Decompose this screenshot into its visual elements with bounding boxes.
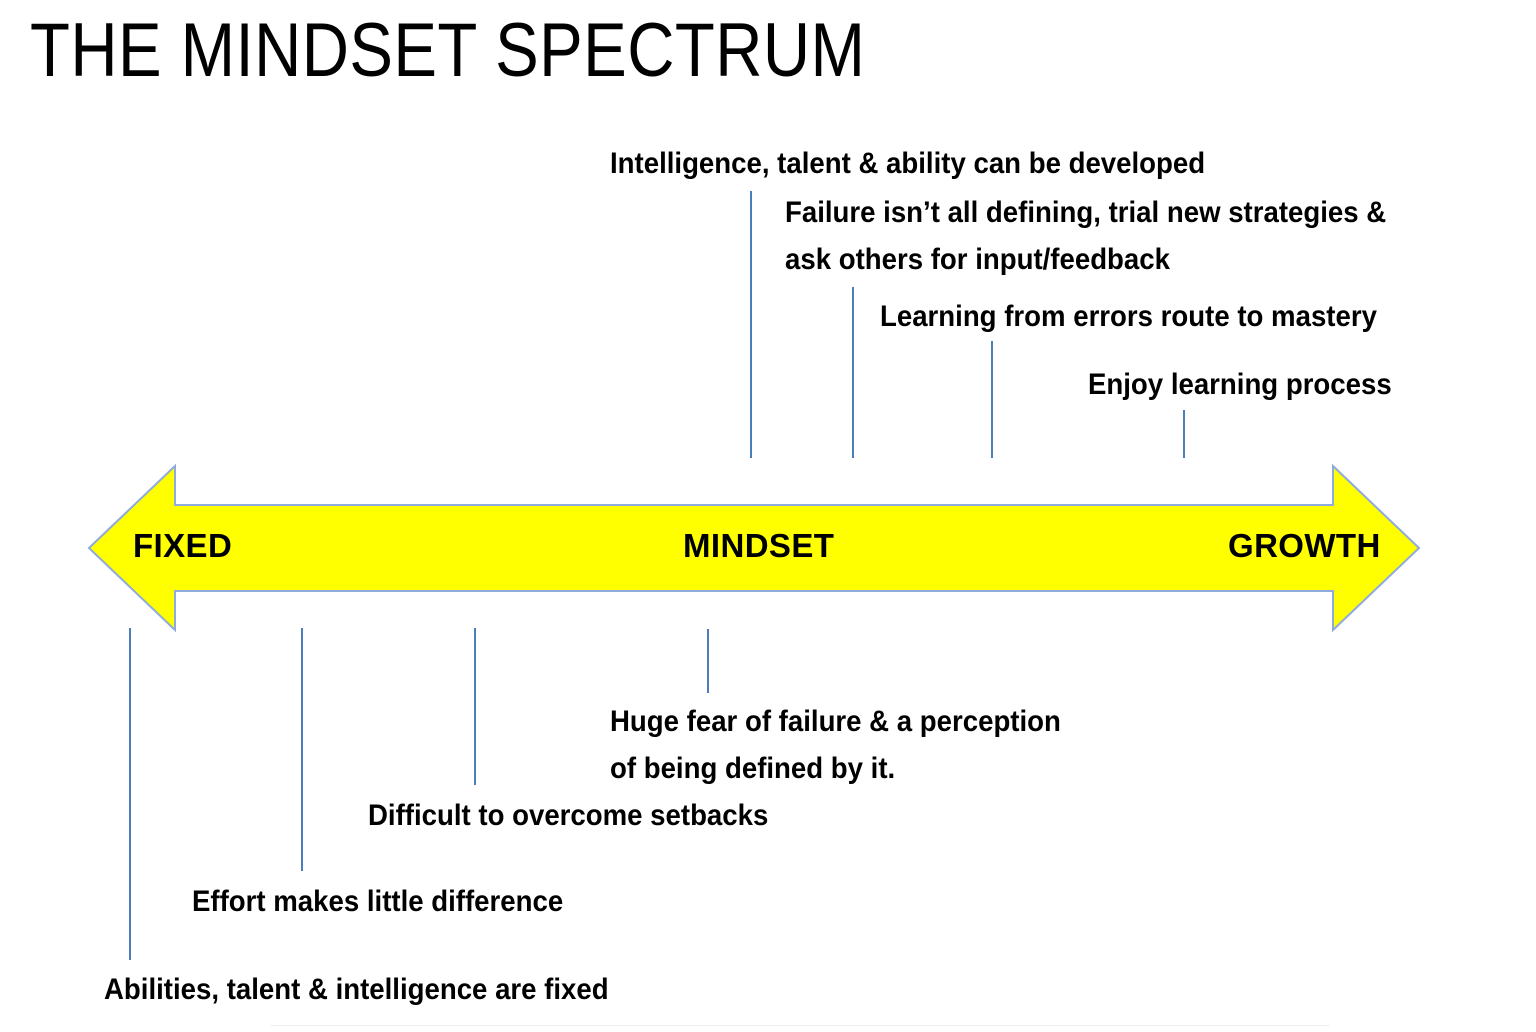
- fixed-connector-4: [129, 628, 131, 960]
- growth-callout-3: Learning from errors route to mastery: [880, 300, 1377, 333]
- growth-connector-3: [991, 341, 993, 458]
- growth-connector-2: [852, 287, 854, 458]
- fixed-callout-1: Huge fear of failure & a perception of b…: [610, 705, 1061, 785]
- spectrum-label-mindset: MINDSET: [683, 527, 835, 564]
- fixed-callout-3: Effort makes little difference: [192, 885, 564, 918]
- spectrum-label-fixed: FIXED: [133, 527, 233, 564]
- spectrum-label-growth: GROWTH: [1228, 527, 1381, 564]
- fixed-connector-2: [474, 628, 476, 785]
- arrow-polygon: [87, 463, 1421, 633]
- page-title: THE MINDSET SPECTRUM: [30, 8, 866, 93]
- fixed-connector-1: [707, 629, 709, 693]
- fixed-callout-4: Abilities, talent & intelligence are fix…: [104, 973, 609, 1006]
- growth-connector-4: [1183, 410, 1185, 458]
- bottom-divider: [270, 1025, 1330, 1026]
- spectrum-arrow-shape: [87, 463, 1421, 633]
- mindset-spectrum-arrow: [86, 462, 1422, 634]
- growth-callout-4: Enjoy learning process: [1088, 368, 1392, 401]
- fixed-callout-2: Difficult to overcome setbacks: [368, 799, 769, 832]
- fixed-connector-3: [301, 628, 303, 871]
- growth-connector-1: [750, 191, 752, 458]
- growth-callout-2: Failure isn’t all defining, trial new st…: [785, 196, 1387, 276]
- growth-callout-1: Intelligence, talent & ability can be de…: [610, 147, 1206, 180]
